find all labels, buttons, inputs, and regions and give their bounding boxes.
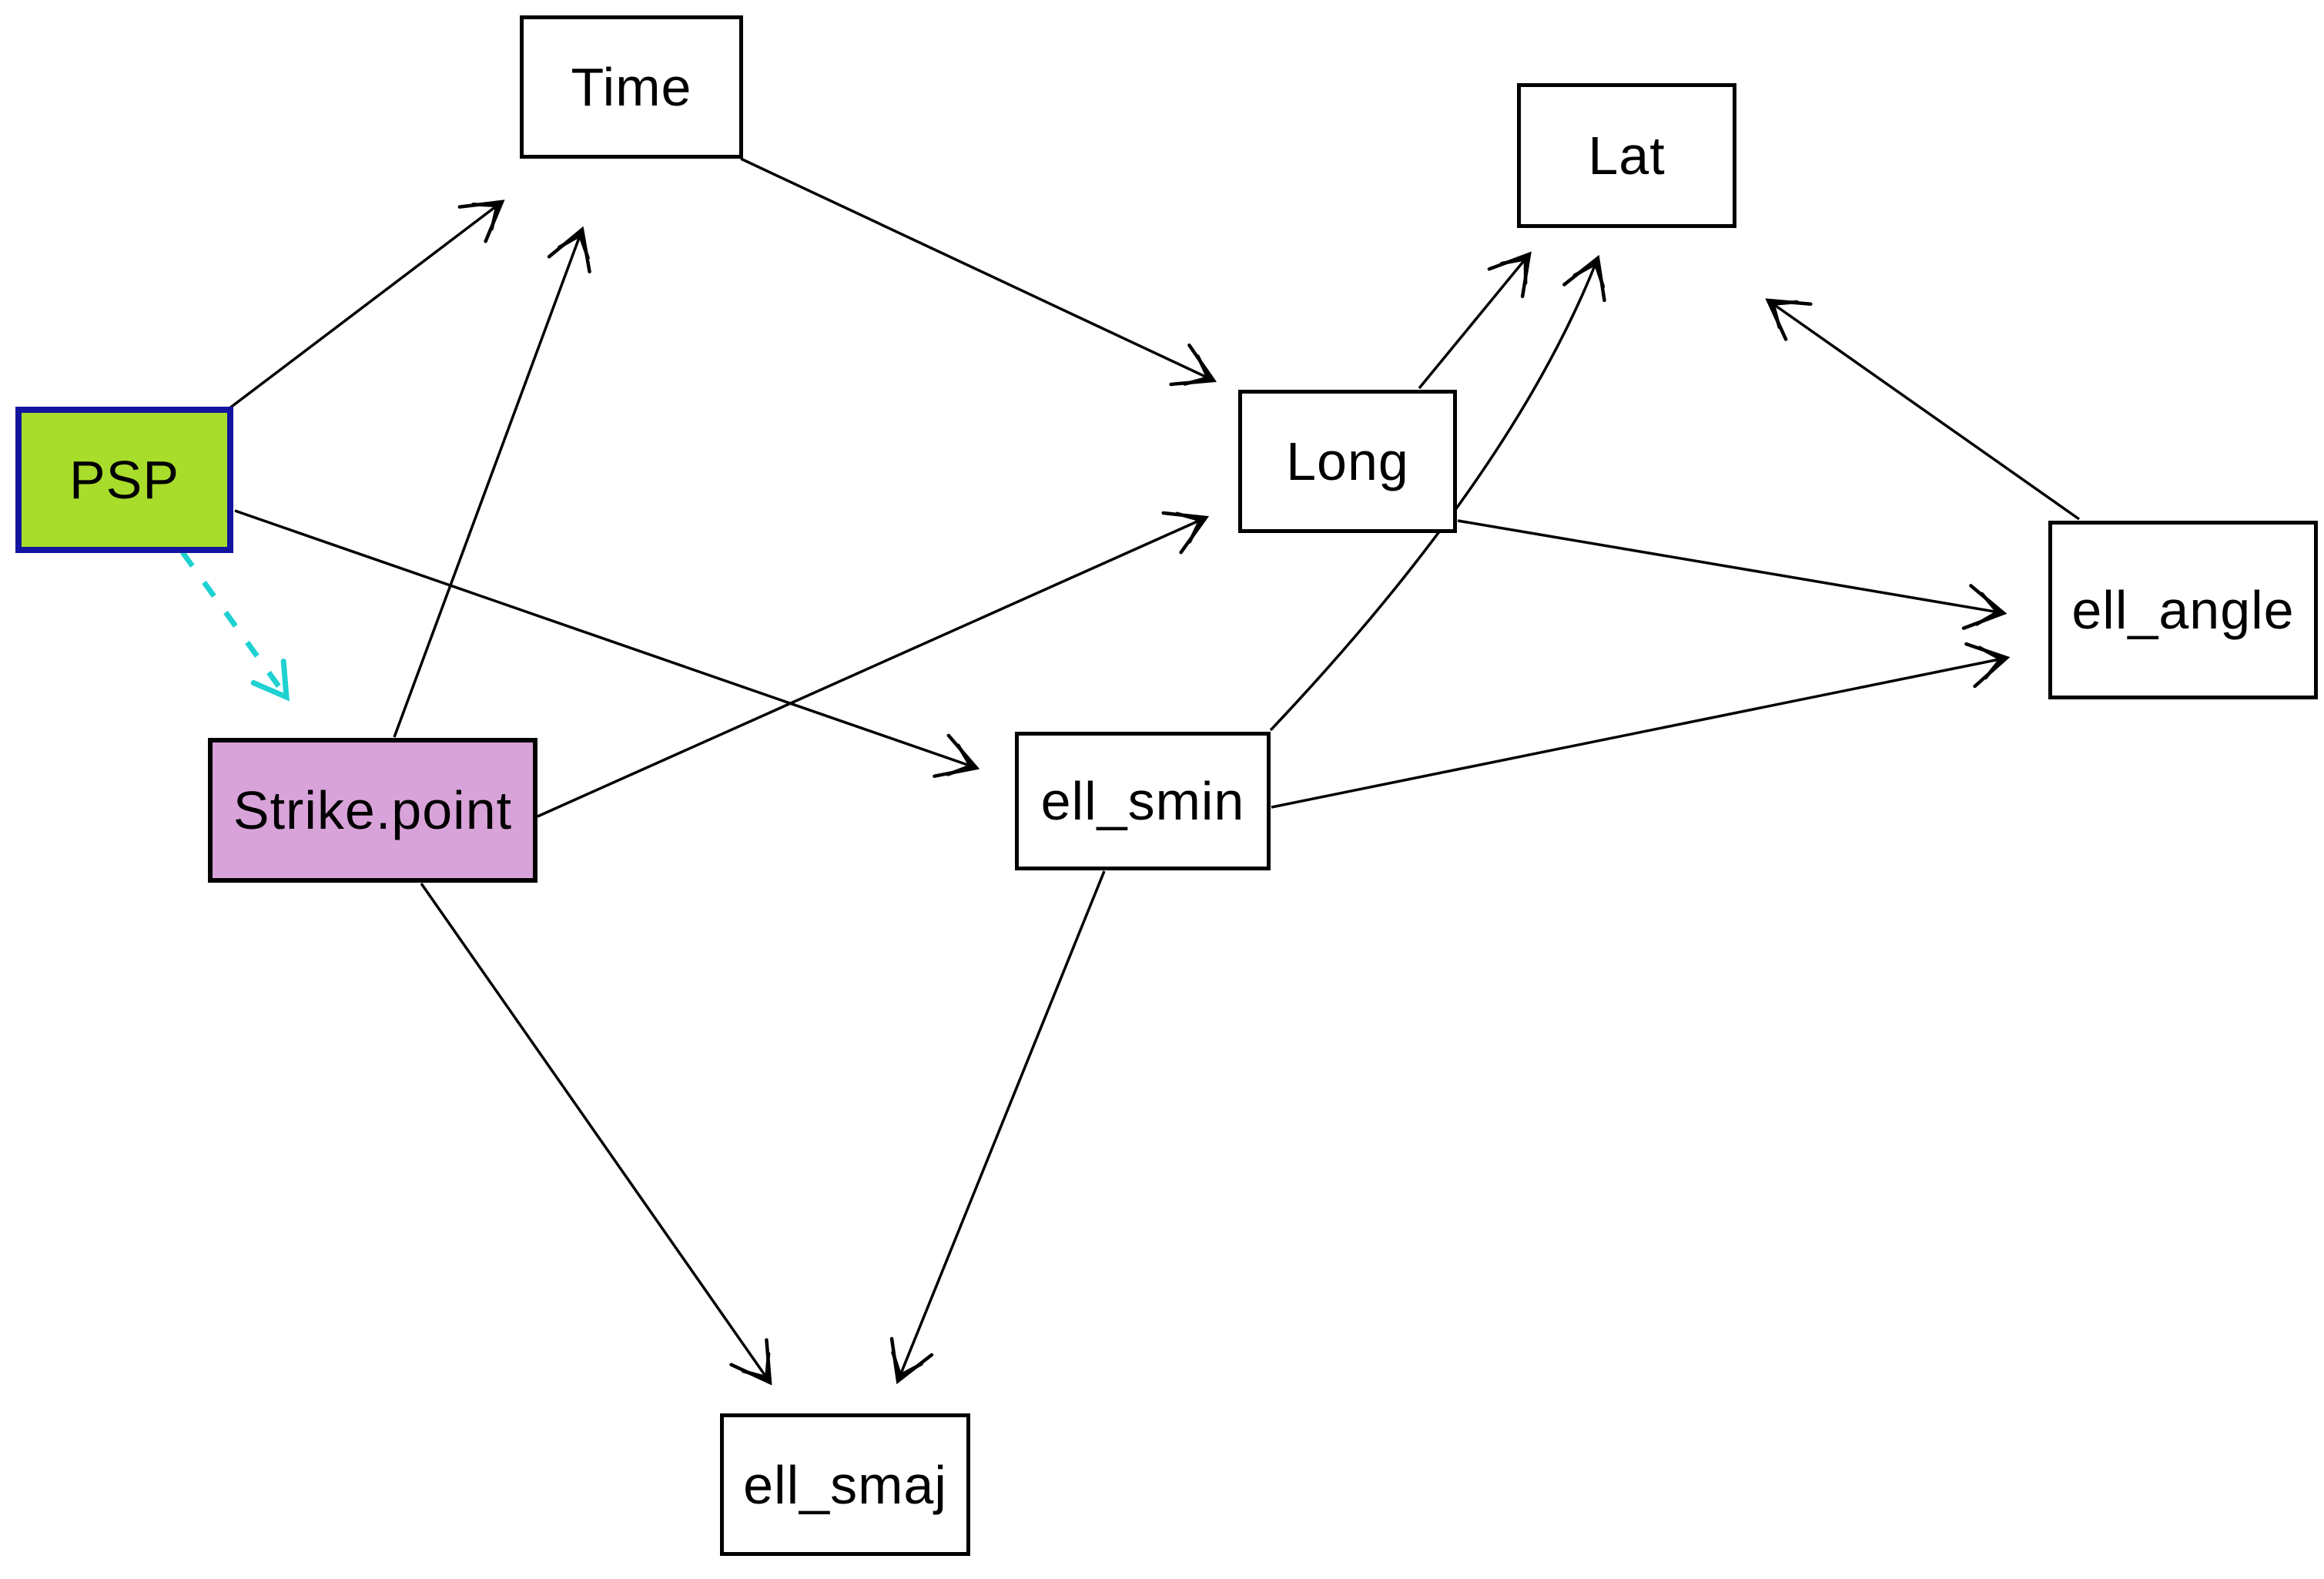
- edge-psp-to-strike-point: [180, 550, 290, 702]
- edge-psp-to-time: [228, 199, 505, 410]
- node-ell-smaj: ell_smaj: [720, 1413, 970, 1556]
- edge-time-to-long: [740, 157, 1217, 387]
- node-label-psp: PSP: [69, 450, 180, 510]
- edge-ell-smin-to-lat: [1269, 254, 1606, 732]
- node-ell-angle: ell_angle: [2048, 521, 2318, 699]
- node-label-time: Time: [571, 57, 692, 117]
- node-time: Time: [520, 15, 743, 159]
- node-label-ell-smaj: ell_smaj: [743, 1454, 947, 1515]
- node-label-strike-point: Strike.point: [233, 780, 513, 840]
- node-psp: PSP: [15, 407, 233, 553]
- node-strike-point: Strike.point: [208, 738, 537, 883]
- edge-ell-angle-to-lat: [1765, 298, 2081, 521]
- node-long: Long: [1238, 390, 1457, 533]
- edge-strike-point-to-long: [537, 511, 1210, 818]
- node-label-lat: Lat: [1588, 126, 1666, 186]
- edge-long-to-ell-angle: [1457, 519, 2008, 630]
- node-lat: Lat: [1517, 83, 1736, 228]
- node-label-long: Long: [1286, 431, 1409, 491]
- edge-strike-point-to-ell-smaj: [420, 882, 772, 1386]
- edge-strike-point-to-time: [393, 226, 591, 738]
- node-label-ell-smin: ell_smin: [1040, 771, 1245, 831]
- node-label-ell-angle: ell_angle: [2071, 580, 2295, 640]
- node-ell-smin: ell_smin: [1015, 732, 1271, 870]
- edge-ell-smin-to-ell-angle: [1271, 642, 2011, 809]
- edge-long-to-lat: [1418, 251, 1532, 390]
- edge-psp-to-ell-smin: [234, 509, 980, 778]
- edges-group: [180, 157, 2081, 1386]
- edge-ell-smin-to-ell-smaj: [889, 870, 1106, 1385]
